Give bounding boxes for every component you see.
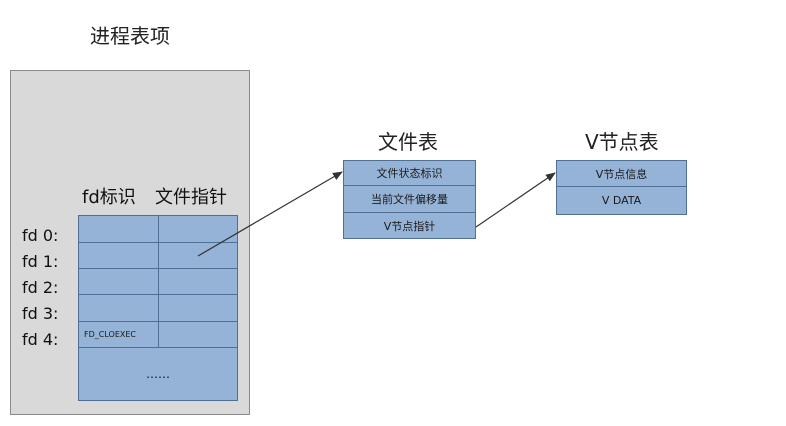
- arrow-fd1-to-file-table: [197, 171, 343, 257]
- file-status-flags-entry: 文件状态标识: [343, 160, 476, 186]
- vnode-data-entry: V DATA: [556, 187, 687, 215]
- fd0-pointer-cell: [159, 216, 237, 243]
- file-pointer-header: 文件指针: [155, 187, 227, 208]
- fd3-pointer-cell: [159, 295, 237, 322]
- fd4-pointer-cell: [159, 322, 237, 348]
- arrow-file-table-to-vnode-table: [475, 172, 556, 228]
- fd0-flag-cell: [79, 216, 159, 243]
- fd2-flag-cell: [79, 269, 159, 295]
- fd1-flag-cell: [79, 243, 159, 269]
- fd2-pointer-cell: [159, 269, 237, 295]
- fd4-flag-cell: FD_CLOEXEC: [79, 322, 159, 348]
- more-entries-ellipsis: ……: [146, 367, 170, 381]
- fd-table: FD_CLOEXEC ……: [78, 215, 238, 401]
- file-table-title: 文件表: [378, 130, 438, 154]
- file-offset-entry: 当前文件偏移量: [343, 186, 476, 213]
- fd-flag-header: fd标识: [82, 187, 136, 208]
- fd-label-0: fd 0:: [22, 226, 59, 245]
- fd-label-3: fd 3:: [22, 304, 59, 323]
- fd-label-4: fd 4:: [22, 330, 59, 349]
- fd3-flag-cell: [79, 295, 159, 322]
- process-table-title: 进程表项: [90, 24, 170, 48]
- fd-label-2: fd 2:: [22, 278, 59, 297]
- vnode-table: V节点信息 V DATA: [556, 160, 687, 215]
- file-table: 文件状态标识 当前文件偏移量 V节点指针: [343, 160, 476, 239]
- fd-label-1: fd 1:: [22, 252, 59, 271]
- vnode-pointer-entry: V节点指针: [343, 213, 476, 239]
- vnode-info-entry: V节点信息: [556, 160, 687, 187]
- fd1-pointer-cell: [159, 243, 237, 269]
- vnode-table-title: V节点表: [585, 130, 659, 154]
